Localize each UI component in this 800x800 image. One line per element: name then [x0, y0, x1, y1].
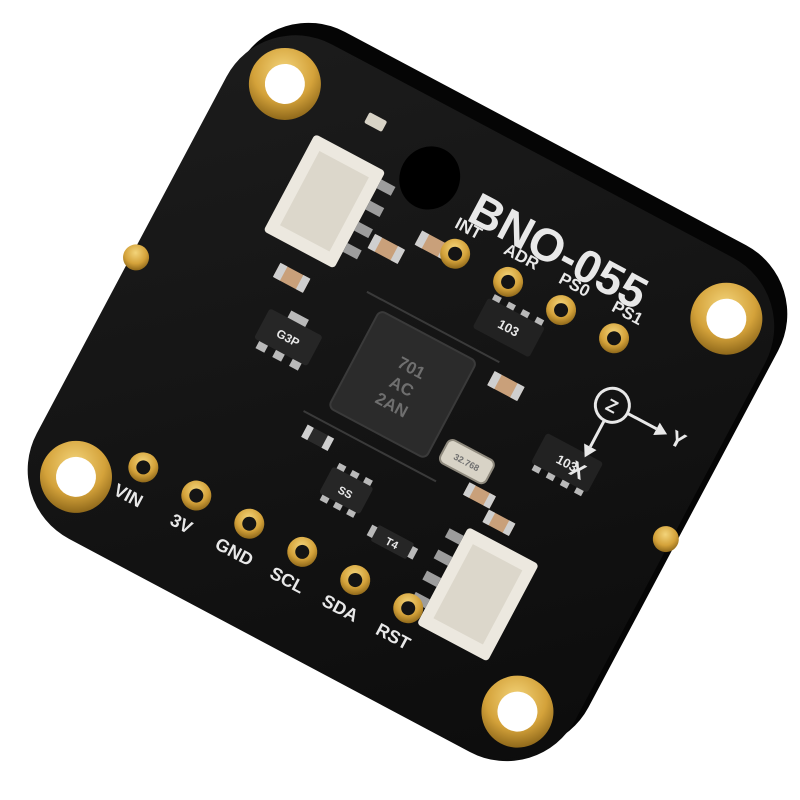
voltage-regulator: G3P [254, 309, 322, 371]
bno055-sensor-chip: 701 AC 2AN [329, 311, 476, 458]
mounting-hole-bottom-left [39, 440, 112, 513]
header-pads-right [440, 238, 630, 354]
side-pad-left [123, 244, 150, 271]
stemma-connector-left [264, 135, 396, 268]
pcb-board: 701 AC 2AN 32.768 103 103 [27, 35, 775, 762]
mounting-hole-bottom-right [481, 675, 554, 748]
side-pad-right [652, 526, 679, 553]
resistor-network-top: 103 [473, 294, 545, 357]
header-pads-left [128, 452, 424, 624]
stemma-connector-right [411, 528, 538, 661]
mounting-hole-top-left [248, 47, 321, 120]
passive-components [272, 230, 525, 537]
diode-component: T4 [366, 524, 419, 560]
level-shifter-chip: SS [319, 462, 373, 518]
mounting-hole-top-right [690, 282, 763, 355]
silkscreen-lines [303, 290, 500, 483]
status-led [364, 112, 387, 132]
blackout-mark [399, 146, 461, 210]
diode-mark: T4 [383, 536, 401, 553]
resistor-network-right: 103 [531, 433, 603, 497]
crystal-oscillator: 32.768 [438, 439, 495, 485]
